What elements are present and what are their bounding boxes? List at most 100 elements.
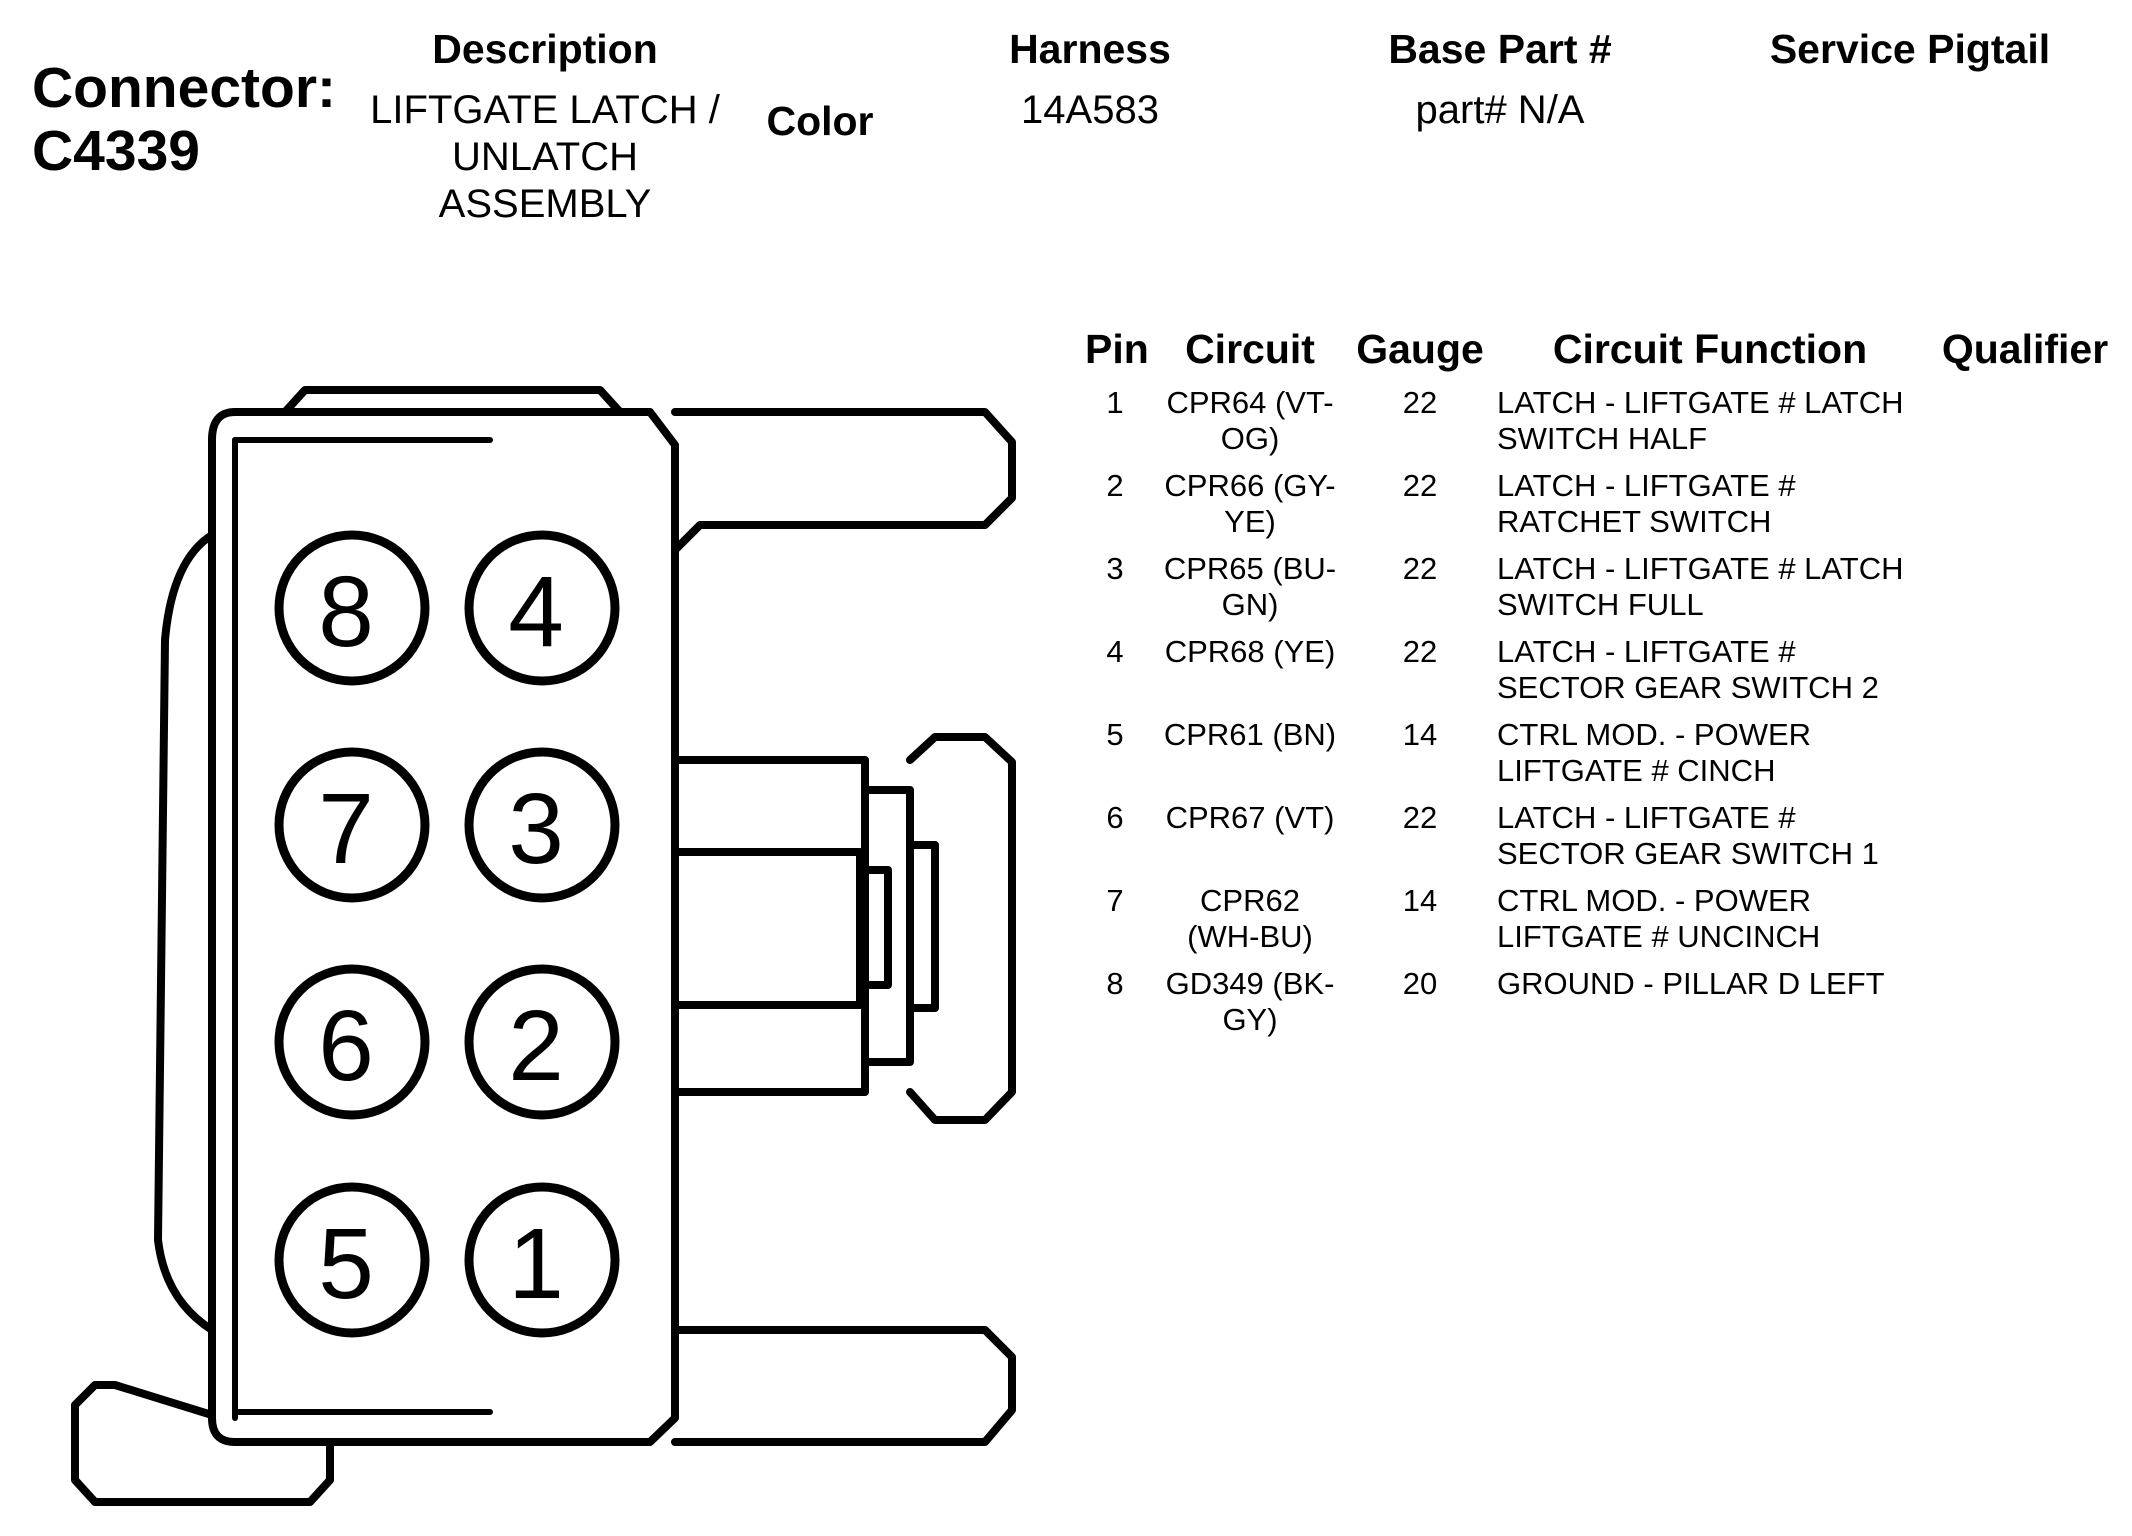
circuit-line: GD349 (BK-	[1165, 966, 1335, 1001]
base-part-title: Base Part #	[1388, 26, 1612, 72]
pin-cavity-7	[274, 747, 430, 903]
pin-cavity-2	[464, 964, 620, 1120]
pin-cavity-6	[274, 964, 430, 1120]
latch-step	[906, 841, 939, 1012]
left-side-bulge	[154, 531, 216, 1334]
function-line: SECTOR GEAR SWITCH 1	[1497, 836, 1879, 871]
circuit-cell: CPR67 (VT)	[1150, 800, 1350, 836]
connector-label: Connector:	[32, 56, 336, 120]
function-line: LIFTGATE # UNCINCH	[1497, 919, 1821, 954]
function-cell: GROUND - PILLAR D LEFT	[1497, 966, 1977, 1002]
circuit-cell: GD349 (BK-GY)	[1150, 966, 1350, 1038]
pin-number: 5	[1106, 717, 1124, 752]
function-line: LATCH - LIFTGATE #	[1497, 800, 1796, 835]
gauge-cell: 22	[1402, 551, 1438, 586]
circuit-line: GN)	[1221, 587, 1279, 622]
circuit-cell: CPR66 (GY-YE)	[1150, 468, 1350, 540]
pin-number: 8	[1106, 966, 1124, 1001]
base-part-value: part# N/A	[1415, 88, 1585, 132]
pin-number: 3	[1106, 551, 1124, 586]
gauge-cell: 22	[1402, 468, 1438, 503]
function-line: LATCH - LIFTGATE #	[1497, 634, 1796, 669]
right-latch-ear	[906, 733, 1016, 1124]
circuit-line: CPR65 (BU-	[1163, 551, 1337, 586]
function-line: GROUND - PILLAR D LEFT	[1497, 966, 1885, 1001]
column-header-gauge: Gauge	[1356, 326, 1484, 372]
function-cell: LATCH - LIFTGATE #SECTOR GEAR SWITCH 1	[1497, 800, 1977, 872]
description-text: LIFTGATE LATCH / UNLATCH ASSEMBLY	[345, 87, 745, 228]
circuit-line: OG)	[1220, 421, 1280, 456]
pin-cavity-4	[464, 530, 620, 686]
pin-label: 3	[508, 773, 564, 885]
top-lock-tab	[281, 386, 624, 416]
function-line: RATCHET SWITCH	[1497, 504, 1772, 539]
gauge-cell: 14	[1402, 717, 1438, 752]
pin-number: 6	[1106, 800, 1124, 835]
column-header-pin: Pin	[1085, 326, 1149, 372]
description-line: LIFTGATE LATCH /	[370, 88, 720, 132]
function-cell: LATCH - LIFTGATE #SECTOR GEAR SWITCH 2	[1497, 634, 1977, 706]
connector-body	[208, 408, 679, 1446]
description-line: ASSEMBLY	[438, 182, 652, 226]
pin-number: 7	[1106, 883, 1124, 918]
circuit-cell: CPR62(WH-BU)	[1150, 883, 1350, 955]
function-line: SECTOR GEAR SWITCH 2	[1497, 670, 1879, 705]
circuit-line: CPR68 (YE)	[1164, 634, 1336, 669]
column-header-circuit-function: Circuit Function	[1552, 326, 1868, 372]
function-line: SWITCH HALF	[1497, 421, 1708, 456]
pin-cavities	[274, 530, 620, 1338]
description-title: Description	[432, 26, 658, 72]
latch-block	[861, 786, 914, 1066]
connector-id: C4339	[32, 119, 200, 183]
pin-cavity-8	[274, 530, 430, 686]
gauge-cell: 20	[1402, 966, 1438, 1001]
function-line: LATCH - LIFTGATE # LATCH	[1497, 385, 1904, 420]
column-header-qualifier: Qualifier	[1941, 326, 2109, 372]
description-line: UNLATCH	[452, 135, 638, 179]
bottom-right-ear	[671, 1326, 1016, 1446]
function-cell: LATCH - LIFTGATE #RATCHET SWITCH	[1497, 468, 1977, 540]
pin-label: 1	[508, 1208, 564, 1320]
gauge-cell: 22	[1402, 634, 1438, 669]
gauge-cell: 22	[1402, 385, 1438, 420]
circuit-line: (WH-BU)	[1187, 919, 1313, 954]
circuit-line: CPR64 (VT-	[1166, 385, 1334, 420]
pin-cavity-1	[464, 1182, 620, 1338]
pin-label: 8	[318, 556, 374, 668]
pin-number: 4	[1106, 634, 1124, 669]
gauge-cell: 22	[1402, 800, 1438, 835]
circuit-cell: CPR61 (BN)	[1150, 717, 1350, 753]
circuit-cell: CPR64 (VT-OG)	[1150, 385, 1350, 457]
latch-bar	[671, 848, 864, 1009]
circuit-cell: CPR68 (YE)	[1150, 634, 1350, 670]
circuit-line: CPR67 (VT)	[1165, 800, 1335, 835]
function-line: CTRL MOD. - POWER	[1497, 717, 1812, 752]
service-pigtail-title: Service Pigtail	[1769, 26, 2051, 72]
pin-label: 4	[508, 556, 564, 668]
gauge-cell: 14	[1402, 883, 1438, 918]
function-line: LIFTGATE # CINCH	[1497, 753, 1776, 788]
function-line: SWITCH FULL	[1497, 587, 1704, 622]
color-title: Color	[766, 98, 874, 144]
circuit-cell: CPR65 (BU-GN)	[1150, 551, 1350, 623]
circuit-line: CPR66 (GY-	[1164, 468, 1336, 503]
latch-frame	[671, 756, 869, 1096]
harness-value: 14A583	[1021, 88, 1159, 132]
bottom-lock-tab	[71, 1381, 334, 1506]
pin-label: 2	[508, 990, 564, 1102]
pin-label: 7	[318, 773, 374, 885]
pin-label: 5	[318, 1208, 374, 1320]
pin-number: 1	[1106, 385, 1124, 420]
top-right-ear	[671, 408, 1016, 554]
function-line: LATCH - LIFTGATE #	[1497, 468, 1796, 503]
function-line: CTRL MOD. - POWER	[1497, 883, 1812, 918]
pin-number: 2	[1106, 468, 1124, 503]
connector-title: Connector: C4339	[32, 57, 336, 183]
pin-cavity-3	[464, 747, 620, 903]
circuit-line: CPR61 (BN)	[1163, 717, 1337, 752]
